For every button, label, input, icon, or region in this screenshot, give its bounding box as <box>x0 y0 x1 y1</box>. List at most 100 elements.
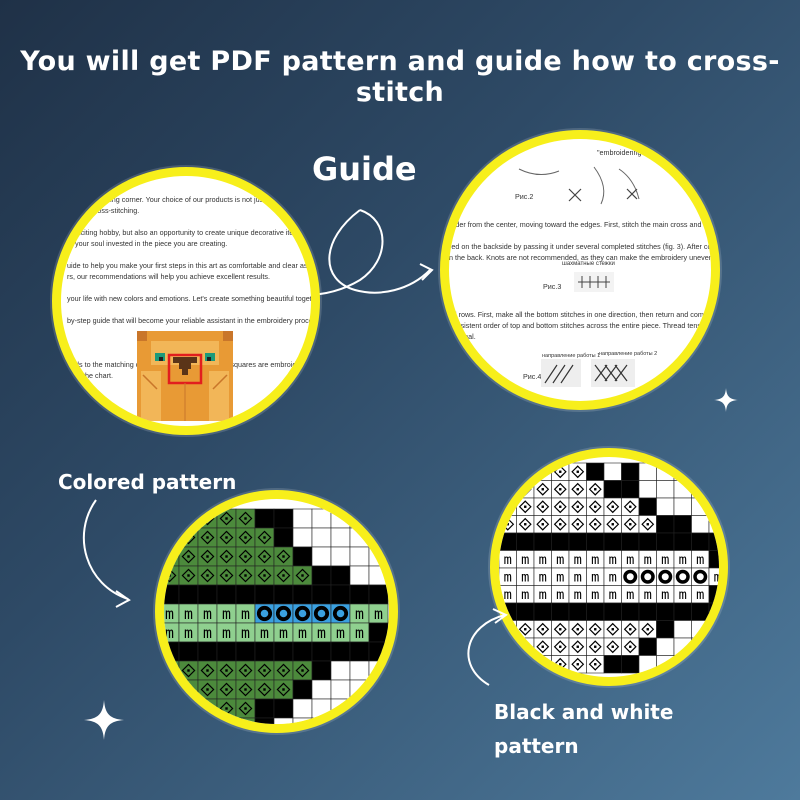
diamond-dot <box>594 628 597 631</box>
m-symbol: m <box>355 606 364 623</box>
diamond-dot <box>263 574 266 577</box>
text-line: ossonal. <box>449 332 476 341</box>
m-symbol: m <box>574 587 582 603</box>
diamond-symbol <box>238 549 253 564</box>
pattern-cell <box>330 641 351 662</box>
diamond-symbol <box>219 663 234 678</box>
pattern-cell <box>197 717 218 724</box>
diamond-symbol <box>200 530 215 545</box>
m-symbol: m <box>222 625 231 642</box>
pattern-cell <box>292 508 313 529</box>
diamond-dot <box>559 505 562 508</box>
diamond-dot <box>541 470 544 473</box>
ring-symbol <box>640 569 655 584</box>
pattern-cell <box>708 532 719 551</box>
pattern-cell <box>691 602 710 621</box>
pattern-cell <box>330 546 351 567</box>
m-symbol: m <box>609 587 617 603</box>
diamond-symbol <box>518 622 532 636</box>
pattern-cell <box>254 698 275 719</box>
pattern-cell <box>586 602 605 621</box>
pattern-cell <box>673 532 692 551</box>
diamond-dot <box>168 536 171 539</box>
diamond-dot <box>541 663 544 666</box>
guide-preview-right: "embroidering with two strands" Рис.2 or… <box>440 130 720 410</box>
pattern-cell <box>164 584 180 605</box>
diamond-dot <box>187 555 190 558</box>
diamond-symbol <box>181 549 196 564</box>
diamond-symbol <box>185 720 192 724</box>
text-line <box>67 304 311 315</box>
pattern-cell <box>691 497 710 516</box>
pattern-cell <box>673 480 692 499</box>
pattern-cell <box>533 532 552 551</box>
text-line: your life with new colors and emotions. … <box>67 294 320 303</box>
diamond-symbol <box>219 549 234 564</box>
pattern-cell <box>330 584 351 605</box>
pattern-cell <box>603 462 622 481</box>
pattern-cell <box>330 717 351 724</box>
diamond-dot <box>594 488 597 491</box>
pattern-cell <box>368 717 389 724</box>
diamond-dot <box>541 628 544 631</box>
m-symbol: m <box>539 570 547 586</box>
pattern-cell <box>292 717 313 724</box>
diamond-dot <box>541 505 544 508</box>
diamond-dot <box>244 574 247 577</box>
text-line: n exciting hobby, but also an opportunit… <box>67 228 320 237</box>
pattern-cell <box>292 527 313 548</box>
diamond-symbol <box>200 682 215 697</box>
ring-symbol <box>675 569 690 584</box>
text-line: red on the backside by passing it under … <box>449 242 718 251</box>
pattern-cell <box>311 641 332 662</box>
fig2-label: Рис.2 <box>515 192 534 201</box>
pattern-cell <box>533 655 552 674</box>
diamond-dot <box>594 663 597 666</box>
pattern-cell <box>638 462 657 481</box>
diamond-symbol <box>181 568 196 583</box>
diamond-symbol <box>242 720 249 724</box>
pattern-cell <box>673 497 692 516</box>
diamond-dot <box>629 505 632 508</box>
diamond-dot <box>646 523 649 526</box>
pattern-cell <box>516 532 535 551</box>
diamond-dot <box>168 574 171 577</box>
pattern-cell <box>292 679 313 700</box>
diamond-dot <box>206 574 209 577</box>
diamond-dot <box>168 669 171 672</box>
diamond-dot <box>282 669 285 672</box>
diamond-symbol <box>257 663 272 678</box>
diamond-symbol <box>588 657 602 671</box>
diamond-symbol <box>276 568 291 583</box>
pattern-cell <box>254 641 275 662</box>
pattern-cell <box>311 527 332 548</box>
m-symbol: m <box>556 552 564 568</box>
ring-symbol <box>275 605 292 622</box>
diamond-dot <box>506 505 509 508</box>
pattern-cell <box>673 462 692 481</box>
pattern-cell <box>621 532 640 551</box>
diamond-symbol <box>588 622 602 636</box>
m-symbol: m <box>661 587 669 603</box>
pattern-cell <box>568 532 587 551</box>
m-symbol: m <box>696 552 704 568</box>
diamond-dot <box>506 523 509 526</box>
diamond-symbol <box>571 657 585 671</box>
diamond-dot <box>576 523 579 526</box>
guide-right-top: "embroidering with two strands" <box>597 148 698 157</box>
pattern-cell <box>368 508 389 529</box>
pattern-cell <box>235 717 256 724</box>
pattern-cell <box>708 602 719 621</box>
diamond-symbol <box>588 517 602 531</box>
pattern-cell <box>273 698 294 719</box>
diamond-symbol <box>164 682 177 697</box>
diamond-dot <box>524 488 527 491</box>
diamond-dot <box>244 517 247 520</box>
fig3-illustration <box>574 272 614 292</box>
pattern-cell <box>197 698 218 719</box>
pattern-cell <box>311 565 332 586</box>
diamond-dot <box>524 628 527 631</box>
pattern-cell <box>273 508 294 529</box>
diamond-dot <box>559 488 562 491</box>
